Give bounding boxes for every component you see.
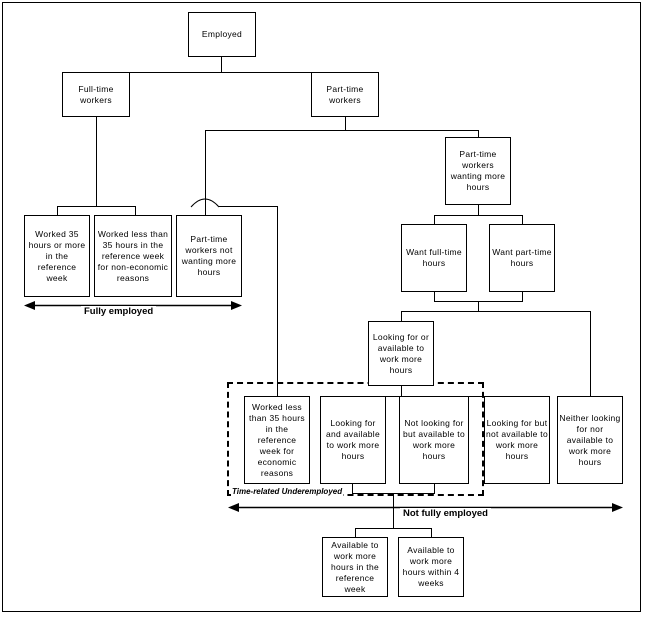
node-not-looking-but-available[interactable]: Not looking for but available to work mo…: [399, 396, 469, 484]
time-related-underemployed-label: Time-related Underemployed: [231, 487, 344, 496]
node-worked-less-economic-label: Worked less than 35 hours in the referen…: [249, 401, 305, 478]
edge-bus-to-want-ft: [434, 215, 435, 224]
node-employed-label: Employed: [201, 29, 243, 39]
node-part-time-workers-label: Part-time workers: [326, 83, 364, 105]
node-available-reference-week[interactable]: Available to work more hours in the refe…: [322, 537, 388, 597]
edge-hop-bus-right: [219, 206, 277, 207]
fully-employed-label: Fully employed: [81, 306, 157, 317]
edge-lower-split-bus: [401, 311, 591, 312]
edge-parttime-long-vertical: [277, 206, 278, 386]
node-worked-less-non-economic[interactable]: Worked less than 35 hours in the referen…: [94, 215, 172, 297]
edge-level1-bus: [96, 72, 346, 73]
edge-want-bus: [434, 215, 523, 216]
edge-bus-to-avail-refweek: [355, 528, 356, 537]
node-want-full-time-hours[interactable]: Want full-time hours: [401, 224, 467, 292]
not-fully-employed-arrow: [228, 502, 623, 513]
edge-parttime-bus: [205, 130, 479, 131]
node-not-looking-but-available-label: Not looking for but available to work mo…: [403, 418, 465, 461]
node-available-within-4-weeks-label: Available to work more hours within 4 we…: [402, 545, 460, 588]
edge-bus-to-want-pt: [522, 215, 523, 224]
edge-bus-to-pt-wanting: [478, 130, 479, 137]
edge-looking-and-down: [352, 484, 353, 493]
edge-bus-to-pt-not-wanting-branch: [205, 130, 206, 206]
edge-fulltime-bus: [57, 206, 136, 207]
node-looking-but-not-available-label: Looking for but not available to work mo…: [486, 418, 548, 461]
edge-worked-less-eco-stub: [277, 386, 278, 396]
node-part-time-wanting-more-hours[interactable]: Part-time workers wanting more hours: [445, 137, 511, 205]
edge-bus-to-pt-not-wanting: [205, 206, 206, 215]
node-looking-and-available-label: Looking for and available to work more h…: [326, 418, 380, 461]
edge-employed-down: [221, 57, 222, 72]
edge-notlooking-but-down: [434, 484, 435, 493]
node-looking-but-not-available[interactable]: Looking for but not available to work mo…: [484, 396, 550, 484]
node-want-full-time-hours-label: Want full-time hours: [406, 247, 462, 268]
node-full-time-workers[interactable]: Full-time workers: [62, 72, 130, 117]
edge-bus-to-workedless-non: [135, 206, 136, 215]
node-part-time-wanting-more-hours-label: Part-time workers wanting more hours: [450, 149, 506, 192]
fully-employed-arrow: [24, 300, 242, 311]
edge-bus-to-looking-avail: [401, 311, 402, 321]
node-want-part-time-hours[interactable]: Want part-time hours: [489, 224, 555, 292]
node-looking-for-or-available[interactable]: Looking for or available to work more ho…: [368, 321, 434, 386]
edge-availability-join-down: [393, 493, 394, 528]
node-part-time-not-wanting-more-hours-label: Part-time workers not wanting more hours: [181, 234, 237, 277]
node-worked-less-economic[interactable]: Worked less than 35 hours in the referen…: [244, 396, 310, 484]
edge-bus-to-neither: [590, 311, 591, 396]
node-full-time-workers-label: Full-time workers: [78, 83, 114, 105]
node-want-part-time-hours-label: Want part-time hours: [492, 247, 552, 268]
node-looking-for-or-available-label: Looking for or available to work more ho…: [372, 331, 430, 375]
edge-want-join-down: [478, 301, 479, 311]
node-worked-35-or-more[interactable]: Worked 35 hours or more in the reference…: [24, 215, 90, 297]
node-looking-and-available[interactable]: Looking for and available to work more h…: [320, 396, 386, 484]
node-part-time-workers[interactable]: Part-time workers: [311, 72, 379, 117]
node-neither-looking-nor-available[interactable]: Neither looking for nor available to wor…: [557, 396, 623, 484]
edge-want-pt-down: [522, 292, 523, 301]
node-employed[interactable]: Employed: [188, 12, 256, 57]
edge-bus-to-worked35: [57, 206, 58, 215]
edge-looking-avail-down: [401, 386, 402, 396]
line-hop-arc: [190, 192, 220, 208]
node-neither-looking-nor-available-label: Neither looking for nor available to wor…: [559, 412, 621, 467]
diagram-outer-frame: [2, 2, 641, 612]
node-available-reference-week-label: Available to work more hours in the refe…: [330, 539, 380, 594]
edge-want-ft-down: [434, 292, 435, 301]
edge-pt-wanting-down: [478, 205, 479, 215]
not-fully-employed-label: Not fully employed: [400, 508, 491, 519]
edge-fulltime-down: [96, 117, 97, 207]
node-part-time-not-wanting-more-hours[interactable]: Part-time workers not wanting more hours: [176, 215, 242, 297]
edge-final-bus: [355, 528, 432, 529]
time-related-underemployed-box: [227, 382, 484, 496]
node-available-within-4-weeks[interactable]: Available to work more hours within 4 we…: [398, 537, 464, 597]
edge-parttime-down: [345, 117, 346, 130]
node-worked-35-or-more-label: Worked 35 hours or more in the reference…: [28, 228, 86, 283]
node-worked-less-non-economic-label: Worked less than 35 hours in the referen…: [97, 228, 169, 283]
edge-bus-to-avail-4weeks: [431, 528, 432, 537]
